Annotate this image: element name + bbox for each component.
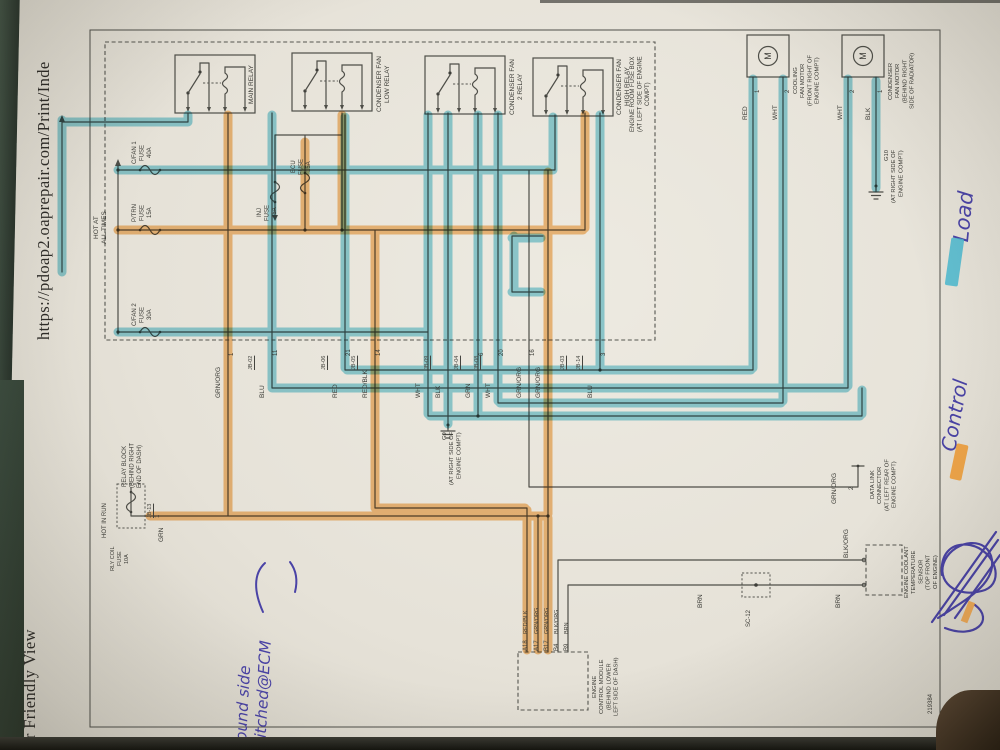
ecm-pin-color: GRN/ORG (534, 607, 540, 634)
condenser-fan-2-relay-symbol (424, 55, 506, 115)
ect-wire-top-color: BLK/ORG (843, 529, 850, 558)
table-bottom-strip (0, 737, 1000, 750)
sc12-splice-label: SC-12 (746, 609, 752, 627)
g9-ground-label: G9 (AT RIGHT SIDE OF ENGINE COMPT) (442, 432, 463, 486)
engine-room-fuse-box-label: ENGINE ROOM FUSE BOX (AT LEFT SIDE OF EN… (630, 56, 651, 132)
table-bottom-right (936, 690, 1000, 750)
browser-print-url: https://pdoap2.oaprepair.com/Print/Inde (34, 61, 53, 340)
ecm-label: ENGINE CONTROL MODULE (BEHIND LOWER LEFT… (592, 657, 620, 717)
exit-wire-pin: 14 (376, 349, 382, 356)
ecm-pin-color: BLK/ORG (554, 609, 560, 634)
ecm-pin-color: BRN (564, 622, 570, 634)
dlc-pin: 2 (849, 486, 855, 490)
exit-wire-connector: JB-14 (576, 355, 582, 370)
condenser-fan-high-relay-symbol (532, 57, 614, 117)
relay-block-outline (116, 483, 146, 529)
motor-wire-pin: 1 (878, 89, 884, 93)
table-top-edge (540, 0, 1000, 3)
orange-highlighter-strokes (113, 110, 590, 655)
jb13-connector-label: JB-13 (147, 503, 153, 518)
motor-wire-color: BLK (865, 107, 872, 120)
ecm-pin-id: B4 (554, 643, 560, 651)
exit-wire-color: BLK (435, 385, 442, 398)
exit-wire-color: BLU (259, 385, 266, 398)
motor-wire-color: RED (742, 106, 749, 120)
exit-wire-pin: 1 (229, 352, 235, 356)
exit-wire-pin: 3 (601, 352, 607, 356)
ptrn-fuse-label: P/TRN FUSE 15A (132, 204, 153, 222)
cfan2-fuse-label: C/FAN 2 FUSE 30A (132, 303, 153, 327)
exit-wire-color: RED/BLK (362, 370, 369, 398)
condenser-fan-low-relay-label: CONDENSER FAN LOW RELAY (376, 56, 392, 112)
jb13-pin: 1 (155, 514, 161, 518)
ect-wire-bottom-color: BRN (697, 594, 704, 608)
dlc-label: DATA LINK CONNECTOR (AT LEFT REAR OF ENG… (870, 459, 898, 511)
exit-wire-color: GRN (465, 383, 472, 398)
motor-wire-pin: 1 (755, 89, 761, 93)
ecu-fuse-label: ECU FUSE 15A (291, 159, 312, 176)
motor-m-glyph: M (858, 52, 868, 60)
pen-strokes (255, 530, 1000, 633)
motor-wire-color: WHT (772, 105, 779, 120)
ecm-pin-color: GRN/ORG (544, 607, 550, 634)
ecm-pin-color: RED/BLK (523, 610, 529, 634)
exit-wire-connector: JB-02 (248, 355, 254, 370)
condenser-fan-motor-label: CONDENSER FAN MOTOR (BEHIND RIGHT SIDE O… (888, 52, 916, 110)
table-bottom-left (0, 380, 24, 750)
g10-ground-label: G10 (AT RIGHT SIDE OF ENGINE COMPT) (884, 150, 905, 204)
exit-wire-color: GRN/ORG (215, 366, 222, 398)
relay-block-label: RELAY BLOCK (BEHIND RIGHT END OF DASH) (122, 443, 143, 489)
exit-wire-connector: JB-04 (454, 355, 460, 370)
motor-m-glyph: M (763, 52, 773, 60)
rly-coil-fuse-label: RLY COIL FUSE 10A (110, 546, 130, 572)
dlc-wire-color: GRN/ORG (831, 472, 838, 504)
ecm-outline (517, 651, 589, 711)
exit-wire-connector: JB-05 (351, 355, 357, 370)
ect-sensor-label: ENGINE COOLANT TEMPERATURE SENSOR (TOP F… (904, 546, 939, 598)
engine-room-fuse-box-outline (104, 41, 656, 341)
cooling-fan-motor-label: COOLING FAN MOTOR (FRONT RIGHT OF ENGINE… (793, 55, 821, 107)
motor-wire-pin: 2 (785, 89, 791, 93)
exit-wire-connector: JB-09 (424, 355, 430, 370)
diagram-code: 219384 (928, 693, 934, 714)
exit-wire-pin: 20 (499, 349, 505, 356)
condenser-fan-motor-symbol: M (841, 34, 885, 78)
main-relay-symbol (174, 54, 256, 114)
note-pointer-curve (255, 562, 266, 613)
ect-sensor-outline (865, 544, 903, 596)
exit-wire-color: BLU (587, 385, 594, 398)
exit-wire-color: GRN/ORG (516, 366, 523, 398)
exit-wire-connector: JB-03 (560, 355, 566, 370)
note-pointer-tail (289, 561, 298, 593)
inj-fuse-label: INJ FUSE 15A (257, 205, 278, 222)
print-page-border (89, 29, 941, 728)
exit-wire-color: GRN/ORG (535, 366, 542, 398)
exit-wire-connector: JB-08 (474, 355, 480, 370)
cooling-fan-motor-symbol: M (746, 34, 790, 78)
exit-wire-color: WHT (415, 383, 422, 398)
ecm-pin-id: A17 (534, 640, 540, 651)
ecm-pin-id: A18 (523, 640, 529, 651)
scratched-out-scribble (930, 530, 1000, 633)
hot-at-all-times-label: HOT AT ALL TIMES (93, 211, 109, 245)
exit-wire-connector: JB-06 (321, 355, 327, 370)
ecm-pin-id: B17 (544, 640, 550, 651)
condenser-fan-high-relay-label: CONDENSER FAN HIGH RELAY (616, 59, 632, 115)
motor-wire-pin: 2 (850, 89, 856, 93)
condenser-fan-low-relay-symbol (291, 52, 373, 112)
grn-wire-label: GRN (158, 527, 165, 542)
motor-wire-color: WHT (837, 105, 844, 120)
hot-in-run-label: HOT IN RUN (102, 503, 108, 538)
exit-wire-pin: 11 (273, 349, 279, 356)
condenser-fan-2-relay-label: CONDENSER FAN 2 RELAY (509, 59, 525, 115)
orange-mark-under-scribble (960, 600, 976, 624)
ecm-pin-id: B9 (564, 643, 570, 651)
exit-wire-color: RED (332, 384, 339, 398)
exit-wire-color: WHT (485, 383, 492, 398)
blue-highlighter-strokes (57, 74, 881, 429)
cfan1-fuse-label: C/FAN 1 FUSE 40A (132, 141, 153, 165)
ect-wire-bottom-color: BRN (835, 594, 842, 608)
main-relay-label: MAIN RELAY (248, 65, 255, 105)
